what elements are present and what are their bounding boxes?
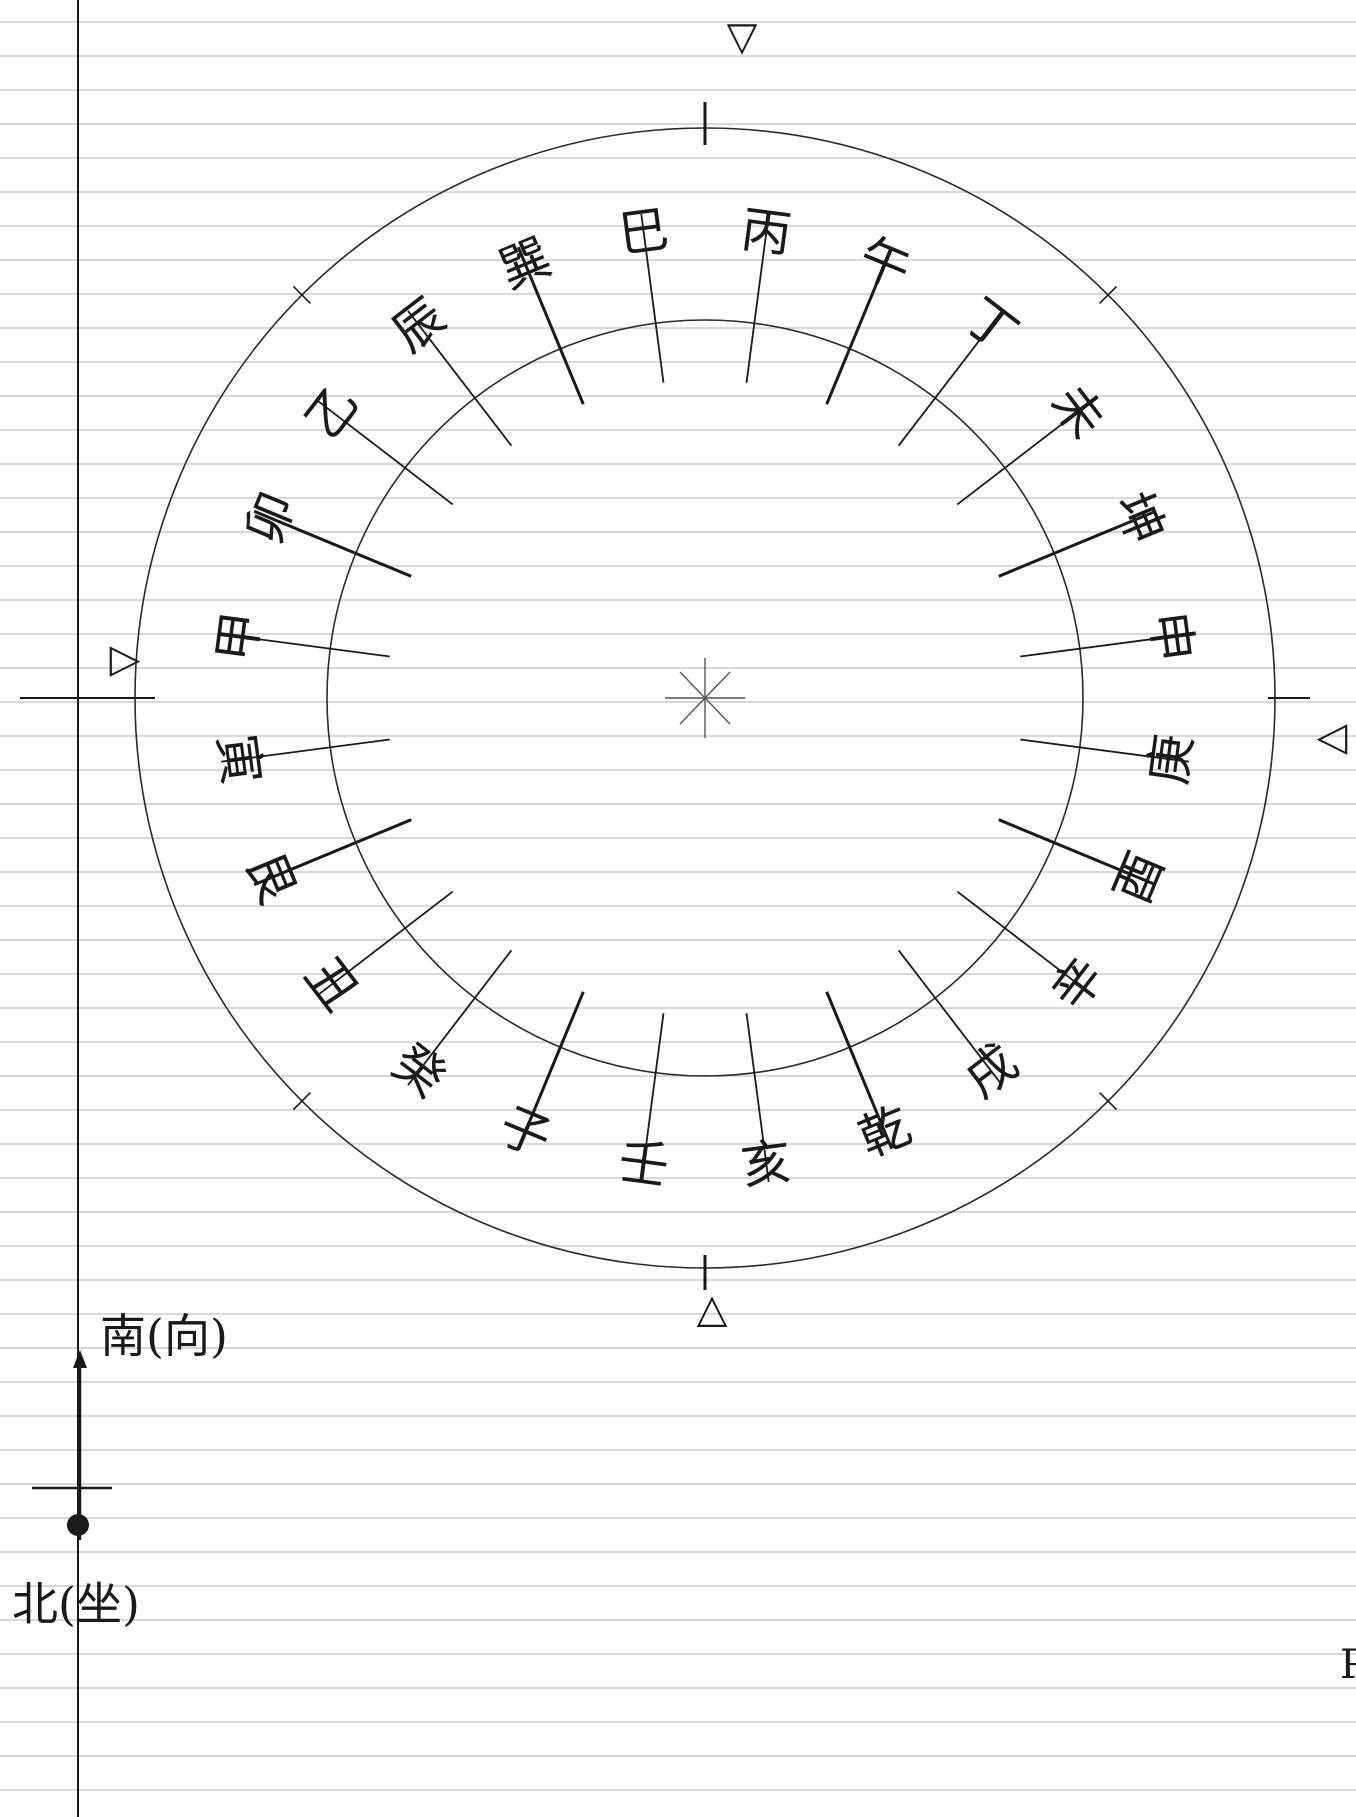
- sector-label: 巽: [491, 227, 559, 300]
- sector-label: 寅: [207, 731, 271, 788]
- orientation-axis: 南(向) 北(坐): [12, 1309, 228, 1631]
- sector-label: 子: [491, 1096, 559, 1169]
- sector-label: 庚: [1139, 731, 1203, 788]
- sector-label: 午: [851, 227, 919, 300]
- sector-label: 辰: [381, 287, 456, 363]
- cardinal-marker-left: ▷: [110, 636, 141, 682]
- axis-bottom-label: 北(坐): [12, 1577, 140, 1631]
- sector-label: 辛: [1040, 947, 1116, 1022]
- sector-label: 丑: [294, 947, 370, 1022]
- sector-label: 艮: [234, 844, 307, 912]
- sector-label: 乙: [294, 374, 370, 449]
- compass-ring: 丙午丁未坤申庚酉辛戌乾亥 壬子癸丑艮寅 甲卯乙辰巽巳 ▽ ▷ ◁ △: [20, 14, 1348, 1332]
- sector-label: 亥: [738, 1132, 795, 1196]
- sector-label: 癸: [381, 1033, 456, 1109]
- sector-label: 壬: [615, 1132, 672, 1196]
- cardinal-marker-right: ◁: [1317, 714, 1348, 760]
- axis-arrow-head: [73, 1350, 87, 1368]
- corner-mark: P: [1340, 1642, 1356, 1688]
- sector-label: 酉: [1103, 844, 1176, 912]
- cardinal-marker-bottom: △: [697, 1286, 728, 1332]
- sector-label: 坤: [1103, 484, 1176, 552]
- sector-label: 巳: [615, 200, 672, 264]
- axis-top-label: 南(向): [100, 1309, 228, 1363]
- sector-label: 戌: [954, 1033, 1029, 1109]
- sector-label: 卯: [234, 484, 307, 552]
- axis-origin-dot: [67, 1514, 89, 1536]
- sector-label: 甲: [207, 608, 271, 665]
- cardinal-marker-top: ▽: [727, 14, 758, 60]
- center-cross: [665, 658, 745, 738]
- sector-label: 丁: [954, 287, 1029, 363]
- sector-label: 申: [1139, 608, 1203, 665]
- sector-label: 丙: [738, 200, 795, 264]
- sector-label: 乾: [851, 1096, 919, 1169]
- sector-label: 未: [1040, 374, 1116, 449]
